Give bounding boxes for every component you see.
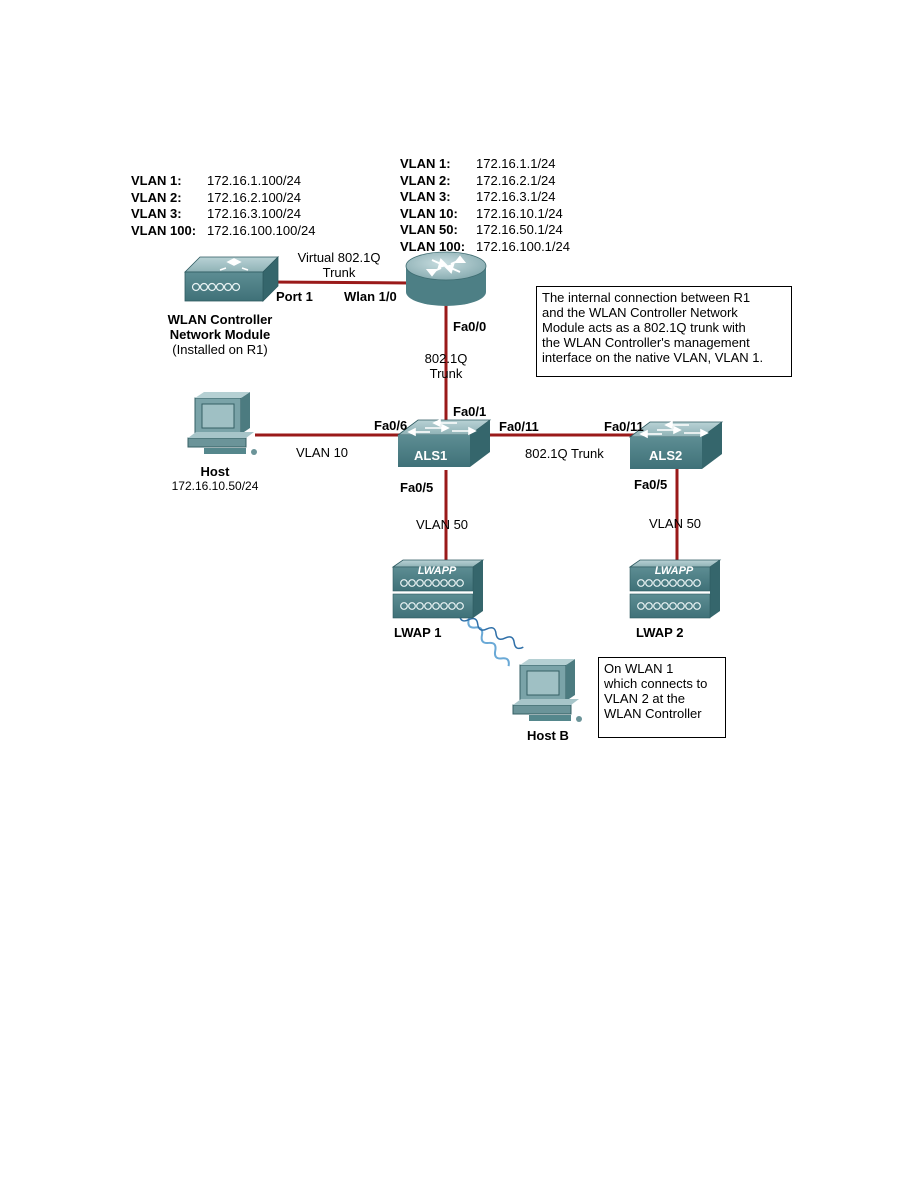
vlan-ip: 172.16.1.100/24	[207, 173, 301, 188]
als1-fa05-label: Fa0/5	[400, 480, 434, 495]
vlan-ip: 172.16.2.100/24	[207, 189, 301, 205]
vlan-ip: 172.16.2.1/24	[476, 172, 556, 188]
link-wlc-r1	[267, 280, 411, 285]
router-vlan-row: VLAN 100: 172.16.100.1/24	[400, 239, 570, 256]
wlc-vlan-row: VLAN 2: 172.16.2.100/24	[131, 190, 315, 207]
host-name: Host	[200, 464, 230, 479]
vlan-name: VLAN 1:	[131, 173, 182, 188]
vlan-name: VLAN 3:	[131, 206, 182, 221]
note-line: On WLAN 1	[604, 661, 674, 676]
vlan-name: VLAN 10:	[400, 205, 458, 221]
host-label: Host 172.16.10.50/24	[160, 464, 270, 494]
router-vlan-row: VLAN 2: 172.16.2.1/24	[400, 173, 570, 190]
router-r1-icon[interactable]	[405, 251, 487, 306]
host-b-pc-icon[interactable]	[512, 659, 582, 722]
fa01-label: Fa0/1	[453, 404, 487, 419]
wireless-link-2	[458, 615, 524, 650]
switch-als1-icon[interactable]	[396, 418, 492, 467]
links	[255, 280, 679, 562]
fa06-label: Fa0/6	[374, 418, 408, 433]
vlan-ip: 172.16.50.1/24	[476, 222, 563, 237]
router-vlan-row: VLAN 10: 172.16.10.1/24	[400, 206, 570, 223]
vlan-ip: 172.16.100.1/24	[476, 238, 570, 254]
als1-fa011-label: Fa0/11	[499, 419, 539, 434]
note-line: which connects to	[604, 676, 708, 691]
wlc-vlan-table: VLAN 1: 172.16.1.100/24 VLAN 2: 172.16.2.1…	[131, 173, 315, 239]
note-line: The internal connection between R1	[542, 290, 751, 305]
host-pc-icon[interactable]	[187, 392, 257, 455]
vlan-ip: 172.16.3.100/24	[207, 206, 301, 221]
wlc-vlan-row: VLAN 3: 172.16.3.100/24	[131, 206, 315, 223]
als2-fa011-label: Fa0/11	[604, 419, 644, 434]
router-vlan-row: VLAN 50: 172.16.50.1/24	[400, 222, 570, 239]
port1-label: Port 1	[276, 289, 313, 304]
wlc-installed-line: (Installed on R1)	[172, 342, 268, 357]
vlan50-label-als1: VLAN 50	[416, 517, 469, 532]
virtual-trunk-label: Virtual 802.1Q Trunk	[284, 250, 394, 280]
wlan1-note: On WLAN 1 which connects to VLAN 2 at th…	[598, 657, 726, 738]
wlc-name-line1: WLAN Controller	[167, 312, 273, 327]
wireless-link	[461, 610, 510, 667]
trunk-line2: Trunk	[429, 366, 463, 381]
note-line: and the WLAN Controller Network	[542, 305, 738, 320]
wlan10-label: Wlan 1/0	[344, 289, 397, 304]
als2-name: ALS2	[649, 448, 683, 463]
host-ip: 172.16.10.50/24	[171, 479, 259, 493]
note-line: VLAN 2 at the	[604, 691, 685, 706]
als2-fa05-label: Fa0/5	[634, 477, 668, 492]
vlan-name: VLAN 50:	[400, 222, 458, 237]
lwap2-label: LWAP 2	[636, 625, 684, 640]
vlan-ip: 172.16.100.100/24	[207, 222, 316, 238]
virtual-trunk-line1: Virtual 802.1Q	[297, 250, 381, 265]
r1-als1-trunk-label: 802.1Q Trunk	[416, 351, 476, 381]
vlan10-label: VLAN 10	[296, 445, 349, 460]
router-vlan-row: VLAN 1: 172.16.1.1/24	[400, 156, 570, 173]
note-line: interface on the native VLAN, VLAN 1.	[542, 350, 764, 365]
host-b-label: Host B	[527, 728, 569, 743]
note-line: the WLAN Controller's management	[542, 335, 750, 350]
lwap1-icon[interactable]: LWAPP	[391, 559, 485, 619]
lwap2-brand: LWAPP	[655, 565, 694, 577]
lwap2-icon[interactable]: LWAPP	[628, 559, 722, 619]
fa00-label: Fa0/0	[453, 319, 487, 334]
virtual-trunk-line2: Trunk	[322, 265, 356, 280]
vlan-name: VLAN 100:	[400, 238, 466, 254]
trunk-line1: 802.1Q	[424, 351, 468, 366]
wlc-name-line2: Network Module	[169, 327, 271, 342]
vlan-name: VLAN 100:	[131, 222, 197, 238]
vlan-name: VLAN 2:	[131, 189, 182, 205]
wlc-name-label: WLAN Controller Network Module (Installe…	[150, 312, 290, 357]
vlan-ip: 172.16.3.1/24	[476, 189, 556, 204]
note-line: Module acts as a 802.1Q trunk with	[542, 320, 746, 335]
als-trunk-label: 802.1Q Trunk	[525, 446, 604, 461]
vlan-ip: 172.16.10.1/24	[476, 205, 563, 221]
switch-als2-icon[interactable]	[628, 420, 724, 469]
wlc-module-icon[interactable]	[184, 256, 279, 302]
internal-connection-note: The internal connection between R1 and t…	[536, 286, 792, 377]
als1-name: ALS1	[414, 448, 448, 463]
vlan-name: VLAN 1:	[400, 156, 451, 171]
vlan-name: VLAN 2:	[400, 172, 451, 188]
note-line: WLAN Controller	[604, 706, 702, 721]
router-vlan-row: VLAN 3: 172.16.3.1/24	[400, 189, 570, 206]
lwap1-label: LWAP 1	[394, 625, 442, 640]
router-vlan-table: VLAN 1: 172.16.1.1/24 VLAN 2: 172.16.2.1/2…	[400, 156, 570, 255]
vlan-name: VLAN 3:	[400, 189, 451, 204]
lwap1-brand: LWAPP	[418, 565, 457, 577]
vlan50-label-als2: VLAN 50	[649, 516, 702, 531]
wlc-vlan-row: VLAN 100: 172.16.100.100/24	[131, 223, 315, 240]
wlc-vlan-row: VLAN 1: 172.16.1.100/24	[131, 173, 315, 190]
vlan-ip: 172.16.1.1/24	[476, 156, 556, 171]
